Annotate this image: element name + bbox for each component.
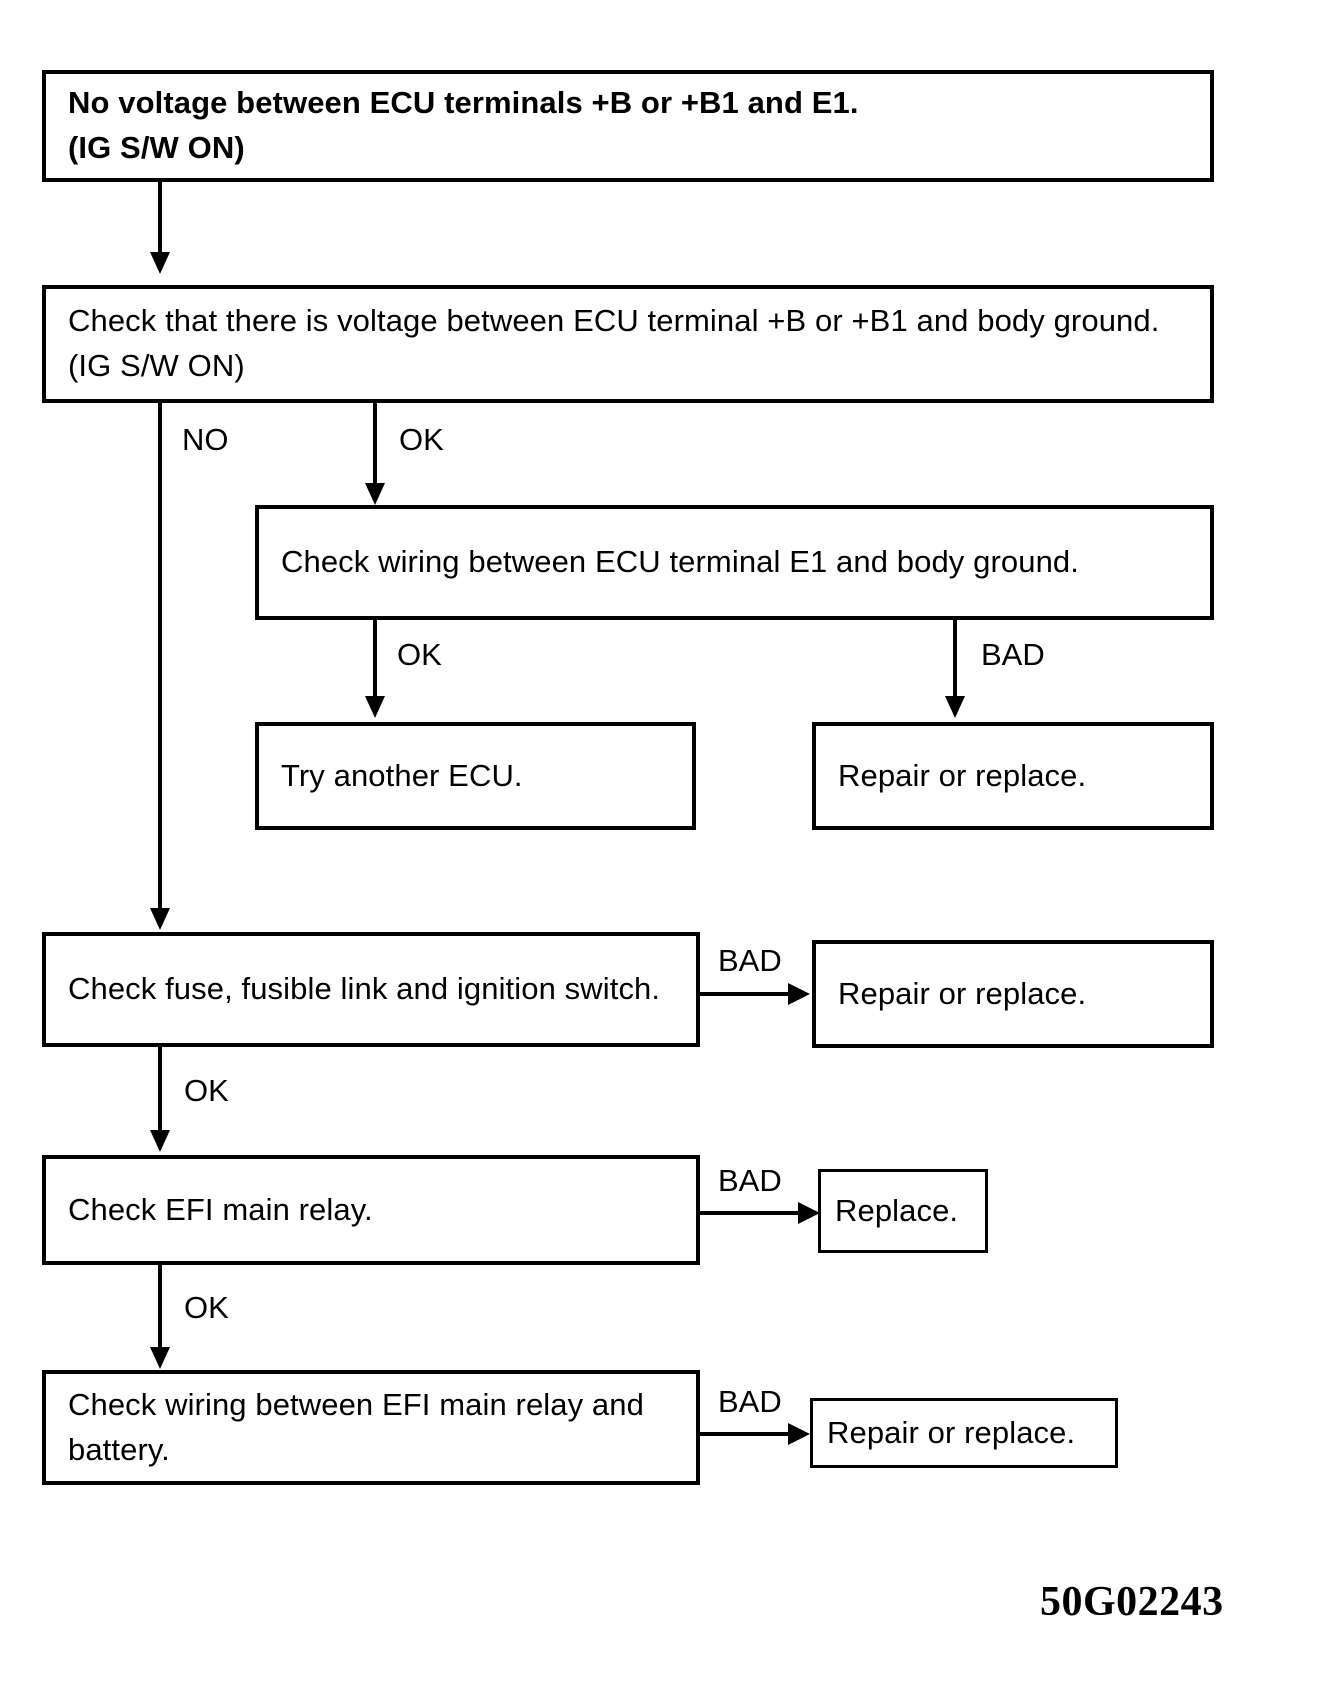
node-repair-or-replace-wiring-text: Repair or replace. — [827, 1414, 1076, 1450]
connector-start-to-check-voltage — [158, 182, 162, 258]
node-check-fuse-text: Check fuse, fusible link and ignition sw… — [46, 967, 682, 1012]
line-1: Check fuse, fusible link and — [68, 971, 449, 1007]
arrowhead-check-wiring-battery-bad — [788, 1423, 810, 1445]
node-check-efi-main-relay-text: Check EFI main relay. — [68, 1191, 373, 1227]
arrowhead-start-to-check-voltage — [150, 252, 170, 274]
arrowhead-check-relay-bad — [798, 1202, 820, 1224]
connector-check-voltage-ok — [373, 403, 377, 489]
node-check-wiring-relay-battery-text: Check wiring between EFI main relay and … — [46, 1383, 696, 1473]
line-2: ignition switch. — [456, 971, 661, 1007]
arrowhead-check-voltage-no — [150, 908, 170, 930]
node-check-fuse: Check fuse, fusible link and ignition sw… — [42, 932, 700, 1047]
node-check-wiring-e1: Check wiring between ECU terminal E1 and… — [255, 505, 1214, 620]
line-1: Check that there is voltage between ECU … — [68, 303, 969, 339]
edge-label-ok-1: OK — [399, 422, 444, 457]
arrowhead-check-wiring-e1-bad — [945, 696, 965, 718]
node-check-wiring-relay-battery: Check wiring between EFI main relay and … — [42, 1370, 700, 1485]
node-check-voltage-body-ground: Check that there is voltage between ECU … — [42, 285, 1214, 403]
arrowhead-check-relay-ok — [150, 1347, 170, 1369]
node-check-wiring-e1-text: Check wiring between ECU terminal E1 and… — [259, 540, 1101, 585]
edge-label-ok-3: OK — [184, 1073, 229, 1108]
reference-code: 50G02243 — [1040, 1579, 1224, 1625]
connector-check-wiring-e1-bad — [953, 620, 957, 702]
edge-label-no-1: NO — [182, 422, 229, 457]
connector-check-wiring-battery-bad — [700, 1432, 790, 1436]
node-check-efi-main-relay: Check EFI main relay. — [42, 1155, 700, 1265]
node-repair-or-replace-e1: Repair or replace. — [812, 722, 1214, 830]
edge-label-ok-4: OK — [184, 1290, 229, 1325]
line-2: body ground. (IG S/W ON) — [68, 303, 1160, 383]
node-no-voltage-start-text: No voltage between ECU terminals +B or +… — [68, 85, 859, 165]
line-2: relay and battery. — [68, 1386, 644, 1467]
node-check-voltage-body-ground-text: Check that there is voltage between ECU … — [46, 299, 1210, 389]
line-2: ground. — [973, 544, 1079, 580]
node-repair-or-replace-wiring: Repair or replace. — [810, 1398, 1118, 1468]
node-repair-or-replace-fuse-text: Repair or replace. — [838, 975, 1087, 1011]
arrowhead-check-fuse-ok — [150, 1130, 170, 1152]
arrowhead-check-wiring-e1-ok — [365, 696, 385, 718]
line-1: Check wiring between EFI main — [68, 1386, 507, 1422]
arrowhead-check-fuse-bad — [788, 983, 810, 1005]
edge-label-bad-2: BAD — [718, 943, 782, 978]
edge-label-bad-1: BAD — [981, 637, 1045, 672]
connector-check-wiring-e1-ok — [373, 620, 377, 702]
edge-label-bad-3: BAD — [718, 1163, 782, 1198]
connector-check-relay-ok — [158, 1265, 162, 1353]
node-try-another-ecu-text: Try another ECU. — [281, 757, 523, 793]
connector-check-fuse-bad — [700, 992, 790, 996]
arrowhead-check-voltage-ok — [365, 483, 385, 505]
edge-label-ok-2: OK — [397, 637, 442, 672]
connector-check-relay-bad — [700, 1211, 800, 1215]
edge-label-bad-4: BAD — [718, 1384, 782, 1419]
line-1: Check wiring between ECU terminal E1 and… — [281, 544, 965, 580]
node-replace-text: Replace. — [835, 1192, 959, 1228]
connector-check-fuse-ok — [158, 1047, 162, 1137]
node-repair-or-replace-fuse: Repair or replace. — [812, 940, 1214, 1048]
node-repair-or-replace-e1-text: Repair or replace. — [838, 757, 1087, 793]
node-try-another-ecu: Try another ECU. — [255, 722, 696, 830]
node-no-voltage-start: No voltage between ECU terminals +B or +… — [42, 70, 1214, 182]
node-replace: Replace. — [818, 1169, 988, 1253]
connector-check-voltage-no — [158, 403, 162, 915]
